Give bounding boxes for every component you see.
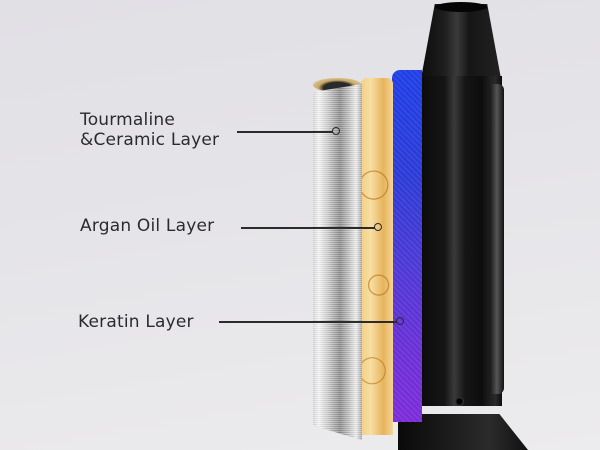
screw-hole-icon	[455, 397, 464, 406]
curling-iron-body	[420, 76, 502, 406]
callout-keratin-leader	[219, 321, 397, 323]
callout-tourmaline-dot-icon	[332, 127, 340, 135]
side-grip	[490, 84, 504, 394]
callout-tourmaline-line1: Tourmaline	[80, 110, 176, 130]
callout-argan-leader	[241, 227, 375, 229]
nozzle-opening	[435, 2, 487, 12]
keratin-layer-shell	[392, 70, 422, 422]
callout-keratin-line1: Keratin Layer	[78, 312, 194, 332]
callout-argan-dot-icon	[374, 223, 382, 231]
callout-keratin-label: Keratin Layer	[78, 312, 194, 332]
callout-argan-label: Argan Oil Layer	[80, 216, 214, 236]
curling-iron-nozzle	[420, 4, 502, 84]
callout-keratin-dot-icon	[396, 317, 404, 325]
tourmaline-ceramic-layer-shell	[313, 84, 362, 440]
argan-oil-layer-shell	[361, 78, 393, 435]
callout-tourmaline-label: Tourmaline &Ceramic Layer	[80, 110, 219, 150]
callout-tourmaline-leader	[237, 131, 333, 133]
callout-tourmaline-line2: &Ceramic Layer	[80, 130, 220, 150]
callout-argan-line1: Argan Oil Layer	[80, 216, 215, 236]
